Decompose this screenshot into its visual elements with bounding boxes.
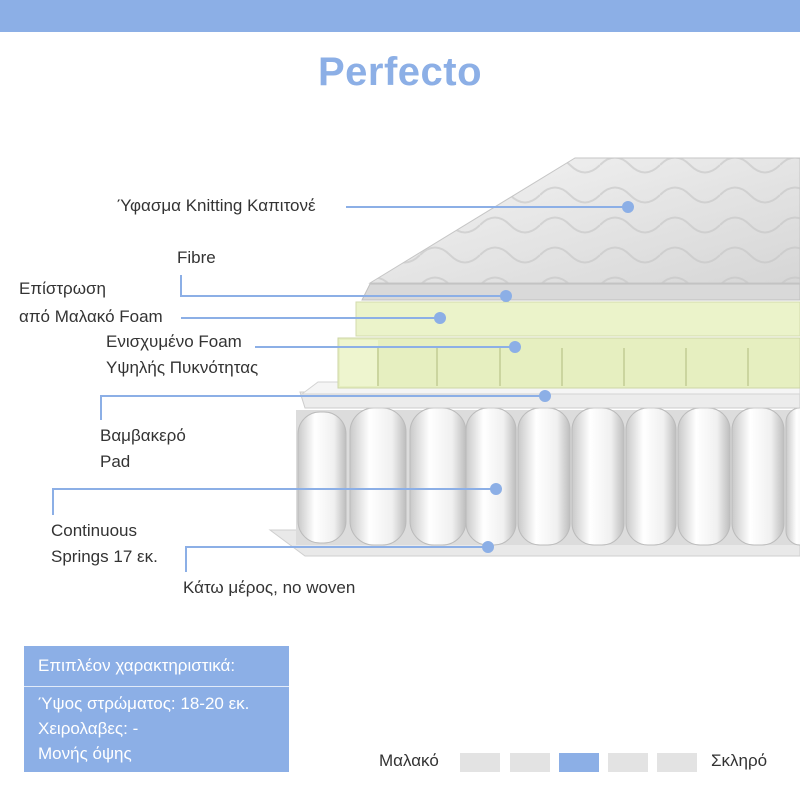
firmness-level-3 bbox=[559, 753, 599, 772]
handles: Χειρολαβες: - bbox=[38, 719, 139, 738]
top-banner bbox=[0, 0, 800, 32]
fibre-label: Fibre bbox=[177, 248, 216, 267]
features-heading: Επιπλέον χαρακτηριστικά: bbox=[38, 656, 236, 675]
bottom-label: Κάτω μέρος, no woven bbox=[183, 578, 356, 597]
soft-foam-label-line2: από Μαλακό Foam bbox=[19, 307, 163, 326]
hd-foam-label-line1: Ενισχυμένο Foam bbox=[106, 332, 242, 351]
spring-layer bbox=[296, 407, 800, 546]
callout-lines bbox=[52, 201, 634, 572]
soft-foam-label-line1: Επίστρωση bbox=[19, 279, 106, 298]
firmness-level-4 bbox=[608, 753, 648, 772]
firmness-level-2 bbox=[510, 753, 550, 772]
product-title: Perfecto bbox=[317, 50, 483, 94]
firmness-soft-label: Μαλακό bbox=[379, 751, 439, 770]
features-box: Επιπλέον χαρακτηριστικά: Ύψος στρώματος:… bbox=[24, 646, 289, 772]
soft-foam-layer bbox=[355, 301, 800, 337]
firmness-hard-label: Σκληρό bbox=[711, 751, 768, 770]
high-density-foam-layer bbox=[337, 337, 800, 389]
firmness-level-1 bbox=[460, 753, 500, 772]
sides: Μονής όψης bbox=[38, 744, 132, 763]
cotton-pad-label-line1: Βαμβακερό bbox=[100, 426, 186, 445]
springs-label-line1: Continuous bbox=[51, 521, 138, 540]
cotton-pad-label-line2: Pad bbox=[100, 452, 131, 471]
hd-foam-label-line2: Υψηλής Πυκνότητας bbox=[106, 358, 259, 377]
mattress-height: Ύψος στρώματος: 18-20 εκ. bbox=[38, 694, 250, 713]
fabric-label: Ύφασμα Knitting Καπιτονέ bbox=[117, 196, 316, 215]
features-divider bbox=[24, 686, 289, 687]
knitting-fabric-layer bbox=[368, 157, 800, 284]
fibre-layer bbox=[361, 283, 800, 301]
springs-label-line2: Springs 17 εκ. bbox=[51, 547, 158, 566]
firmness-level-5 bbox=[657, 753, 697, 772]
